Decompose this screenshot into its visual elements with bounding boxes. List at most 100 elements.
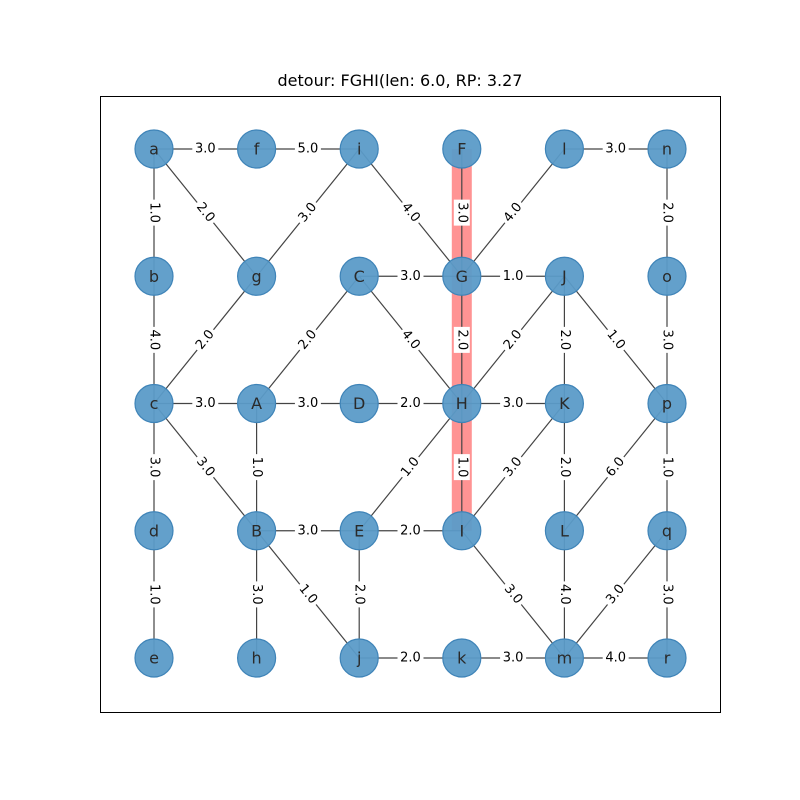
node-label: e xyxy=(149,649,159,668)
node-label: q xyxy=(662,521,672,540)
edge-weight-label: 3.0 xyxy=(249,584,264,605)
edge-weight-label: 3.0 xyxy=(400,269,421,284)
edge-weight-bg xyxy=(190,451,220,483)
edge-weight-p-L: 6.0 xyxy=(601,451,631,483)
node-label: d xyxy=(149,521,159,540)
node-d: d xyxy=(134,511,174,551)
edge-weight-q-r: 3.0 xyxy=(659,581,675,608)
node-label: l xyxy=(562,140,566,159)
edge-weight-J-p: 1.0 xyxy=(601,324,631,356)
node-E: E xyxy=(339,511,379,551)
edge-weight-bg xyxy=(659,326,675,353)
edge-weight-K-L: 2.0 xyxy=(556,454,573,481)
edge-weight-bg xyxy=(659,199,675,226)
edge-weight-b-c: 4.0 xyxy=(146,326,162,353)
edge-weight-bg xyxy=(556,454,573,481)
node-n: n xyxy=(647,129,687,169)
edge-weight-bg xyxy=(659,581,675,608)
node-circle xyxy=(237,383,277,424)
edge-weight-label: 2.0 xyxy=(400,523,421,538)
node-circle xyxy=(339,129,379,169)
node-f: f xyxy=(237,129,277,169)
edge-weight-E-I: 2.0 xyxy=(397,522,424,539)
plot-frame xyxy=(100,96,721,713)
edge-weight-label: 1.0 xyxy=(147,584,162,605)
node-label: b xyxy=(149,267,159,286)
edge-weight-bg xyxy=(146,199,162,226)
node-circle xyxy=(339,383,379,424)
edge-weight-bg xyxy=(294,395,321,412)
node-circle xyxy=(442,129,482,169)
node-B: B xyxy=(237,511,277,551)
edge-weight-bg xyxy=(351,581,368,608)
edge-weight-bg xyxy=(453,454,470,481)
edge-weight-bg xyxy=(293,324,323,356)
edge-weight-bg xyxy=(498,451,528,483)
node-label: D xyxy=(353,394,365,413)
edge-weight-label: 3.0 xyxy=(298,396,319,411)
edge-weight-bg xyxy=(601,579,631,610)
node-circle xyxy=(134,383,174,424)
edge-weight-bg xyxy=(602,650,629,666)
edge-weight-bg xyxy=(498,197,528,228)
node-label: m xyxy=(557,649,573,668)
edge-weight-c-A: 3.0 xyxy=(192,395,219,412)
edge-weight-H-E: 1.0 xyxy=(396,451,425,483)
node-label: F xyxy=(457,140,466,159)
edge-weight-bg xyxy=(146,581,162,608)
edge-weight-label: 3.0 xyxy=(503,396,524,411)
node-j: j xyxy=(339,638,379,678)
edge-weight-B-j: 1.0 xyxy=(293,579,323,610)
node-label: H xyxy=(456,394,468,413)
node-K: K xyxy=(544,383,585,424)
edge-weight-J-H: 2.0 xyxy=(498,324,528,356)
node-m: m xyxy=(544,638,585,678)
edge-weight-bg xyxy=(453,326,470,353)
edge-weight-label: 2.0 xyxy=(352,584,367,605)
node-circle xyxy=(339,511,379,551)
node-a: a xyxy=(134,129,174,169)
edge-weight-bg xyxy=(293,579,323,610)
edge-weight-bg xyxy=(556,326,573,353)
edge-weight-label: 2.0 xyxy=(400,651,421,666)
node-b: b xyxy=(134,256,174,296)
edge-weight-label: 3.0 xyxy=(195,142,216,157)
edge-weight-label: 2.0 xyxy=(400,396,421,411)
node-label: G xyxy=(456,267,468,286)
node-label: c xyxy=(150,394,159,413)
node-circle xyxy=(647,129,687,169)
edge-weight-bg xyxy=(397,268,424,285)
edge-weight-bg xyxy=(190,197,220,228)
edge-weight-J-K: 2.0 xyxy=(556,326,573,353)
node-circle xyxy=(237,511,277,551)
node-circle xyxy=(237,638,277,678)
edge-weight-H-K: 3.0 xyxy=(500,395,527,412)
node-D: D xyxy=(339,383,379,424)
edge-weight-f-i: 5.0 xyxy=(294,141,321,157)
edge-weight-bg xyxy=(396,451,425,483)
edge-weight-bg xyxy=(396,197,425,228)
edge-weight-bg xyxy=(294,141,321,157)
edge-weight-C-H: 4.0 xyxy=(396,324,425,356)
edge-weight-label: 1.0 xyxy=(249,457,264,478)
edge-weight-G-H: 2.0 xyxy=(453,326,470,353)
edge-weight-label: 3.0 xyxy=(147,457,162,478)
edge-weight-label: 3.0 xyxy=(660,584,675,605)
edge-weight-o-p: 3.0 xyxy=(659,326,675,353)
node-circle xyxy=(237,256,277,296)
edge-weight-l-n: 3.0 xyxy=(602,141,629,157)
edge-weight-label: 1.0 xyxy=(503,269,524,284)
edge-weight-bg xyxy=(601,324,631,356)
figure-title: detour: FGHI(len: 6.0, RP: 3.27 xyxy=(277,71,523,90)
node-G: G xyxy=(442,256,482,296)
node-circle xyxy=(339,638,379,678)
node-label: k xyxy=(457,649,467,668)
node-label: o xyxy=(662,267,672,286)
node-circle xyxy=(339,256,379,296)
node-A: A xyxy=(237,383,277,424)
node-label: J xyxy=(561,267,567,286)
edge-weight-bg xyxy=(453,199,470,226)
